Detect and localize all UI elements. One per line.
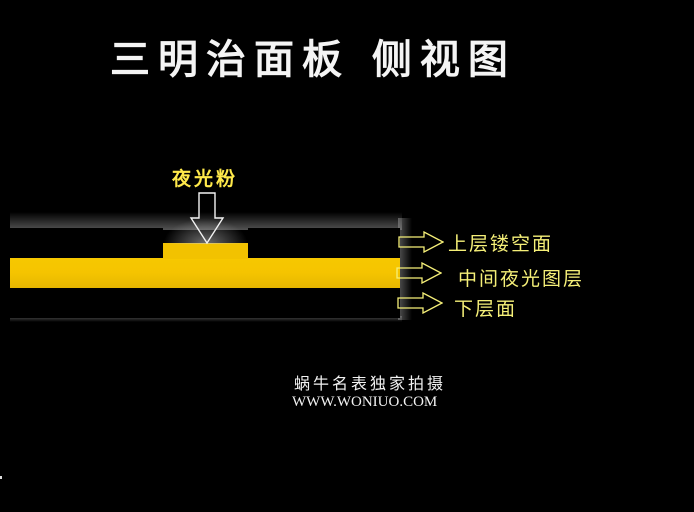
diagram-title: 三明治面板 侧视图 [110,36,516,83]
bottom-glow [10,316,402,322]
watermark-credit: 蜗牛名表独家拍摄 [294,374,447,393]
top-layer-left [10,228,163,258]
top-layer-arrow-icon [398,231,444,253]
top-layer-right [248,228,400,258]
stray-pixel [0,476,2,479]
bottom-layer [10,288,400,318]
bottom-layer-arrow-icon [397,292,443,314]
bottom-layer-label: 下层面 [454,298,518,320]
middle-luminous-layer [10,258,400,288]
middle-layer-label: 中间夜光图层 [458,268,585,290]
watermark-url: WWW.WONIUO.COM [292,394,438,410]
middle-layer-arrow-icon [396,262,442,284]
right-glow [398,218,412,320]
top-layer-label: 上层镂空面 [448,233,554,255]
luminous-powder-label: 夜光粉 [172,168,239,190]
down-arrow-icon [189,192,225,245]
luminous-powder-fill [163,243,248,259]
